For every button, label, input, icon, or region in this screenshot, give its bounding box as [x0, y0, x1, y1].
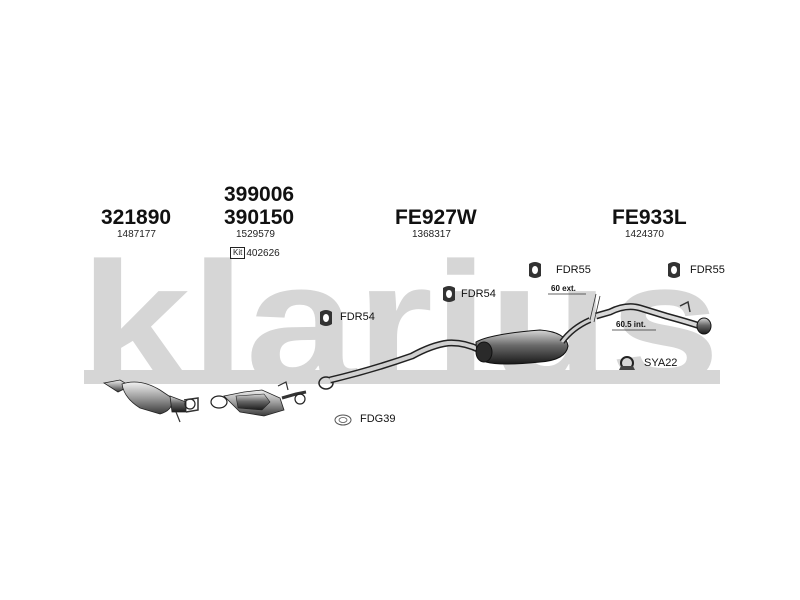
rubber-hanger-icon: [668, 262, 680, 278]
rubber-hanger-icon: [443, 286, 455, 302]
rubber-hanger-icon: [529, 262, 541, 278]
logo-underline-bar: [84, 370, 720, 384]
intermediate-pipe-fe927w: [318, 317, 592, 390]
kit-badge: Kit: [230, 247, 246, 259]
part-number-fe933l: FE933L: [612, 206, 687, 229]
rubber-hanger-icon: [320, 310, 332, 326]
fitting-label-fdr55-left: FDR55: [556, 264, 591, 276]
part-number-390150: 390150: [224, 206, 295, 229]
part-number-399006: 399006: [224, 183, 295, 206]
fitting-label-fdr54-upper: FDR54: [461, 288, 496, 300]
catalytic-converter-321890: [102, 379, 199, 423]
fitting-label-fdr55-right: FDR55: [690, 264, 725, 276]
part-number-321890: 321890: [101, 206, 172, 229]
catalytic-converter-390150: [210, 381, 307, 417]
gasket-icon: [334, 414, 352, 426]
reference-1529579: 1529579: [236, 229, 275, 240]
annotation-ext: 60 ext.: [551, 284, 576, 293]
tailpipe-fe933l: [548, 293, 712, 335]
fitting-label-fdr54-lower: FDR54: [340, 311, 375, 323]
fitting-label-sya22: SYA22: [644, 357, 678, 369]
reference-1424370: 1424370: [625, 229, 664, 240]
part-number-fe927w: FE927W: [395, 206, 477, 229]
kit-number-value: 402626: [246, 248, 280, 259]
clamp-icon: [619, 356, 635, 370]
reference-1368317: 1368317: [412, 229, 451, 240]
fitting-label-fdg39: FDG39: [360, 413, 396, 425]
reference-1487177: 1487177: [117, 229, 156, 240]
klarius-logo-text: klarius: [80, 227, 720, 419]
annotation-int: 60.5 int.: [616, 320, 646, 329]
